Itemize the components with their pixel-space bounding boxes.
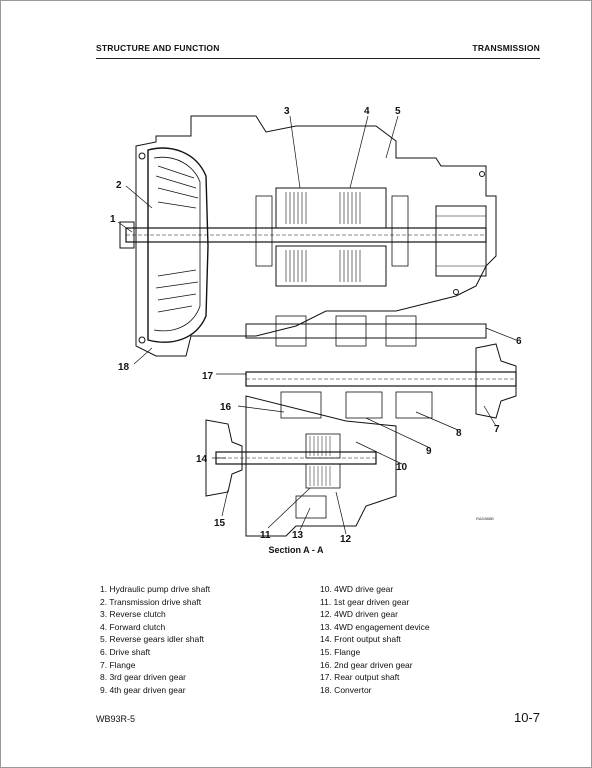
converter-dome — [147, 147, 209, 343]
legend-item-17: 17. Rear output shaft — [320, 672, 400, 683]
callout-18: 18 — [118, 362, 130, 373]
legend-item-12: 12. 4WD driven gear — [320, 609, 398, 620]
transmission-cross-section-svg: 3 4 5 2 1 6 18 17 7 8 9 10 16 14 15 11 1… — [110, 106, 522, 545]
legend-left-column: 1. Hydraulic pump drive shaft 2. Transmi… — [100, 583, 300, 696]
callout-5: 5 — [395, 106, 401, 117]
legend-item-13: 13. 4WD engagement device — [320, 621, 430, 632]
legend-item-11: 11. 1st gear driven gear — [320, 596, 410, 607]
legend-item-9: 9. 4th gear driven gear — [100, 684, 186, 695]
legend-item-1: 1. Hydraulic pump drive shaft — [100, 584, 211, 594]
transmission-section-drawing: 3 4 5 2 1 6 18 17 7 8 9 10 16 14 15 11 1… — [96, 96, 526, 556]
page-header: STRUCTURE AND FUNCTION TRANSMISSION — [96, 42, 540, 59]
legend-item-16: 16. 2nd gear driven gear — [320, 659, 413, 670]
callout-11: 11 — [260, 530, 271, 541]
footer-page-number: 10-7 — [513, 710, 540, 725]
header-chapter-title: TRANSMISSION — [472, 43, 540, 53]
legend-item-3: 3. Reverse clutch — [100, 609, 166, 620]
legend-right-column: 10. 4WD drive gear 11. 1st gear driven g… — [320, 583, 530, 696]
figure-caption: Section A - A — [268, 545, 324, 555]
rear-flange — [475, 343, 517, 419]
footer-model: WB93R-5 — [96, 714, 136, 724]
legend-item-2: 2. Transmission drive shaft — [100, 596, 202, 607]
callout-9: 9 — [426, 446, 432, 457]
header-section-title: STRUCTURE AND FUNCTION — [96, 43, 220, 53]
callout-16: 16 — [220, 402, 232, 413]
converter-housing — [135, 115, 497, 357]
legend-item-4: 4. Forward clutch — [100, 621, 166, 632]
callout-2: 2 — [116, 180, 122, 191]
callout-1: 1 — [110, 214, 116, 225]
figure-code: RAD888B — [476, 516, 494, 521]
callout-7: 7 — [494, 424, 500, 435]
clutch-pack-upper — [275, 187, 387, 229]
front-flange — [205, 419, 243, 497]
callout-12: 12 — [340, 534, 352, 545]
lower-housing — [245, 395, 397, 537]
legend-item-10: 10. 4WD drive gear — [320, 584, 394, 594]
callout-8: 8 — [456, 428, 462, 439]
callout-14: 14 — [196, 454, 208, 465]
legend-item-14: 14. Front output shaft — [320, 634, 401, 645]
callout-17: 17 — [202, 371, 214, 382]
callout-6: 6 — [516, 336, 522, 347]
callout-3: 3 — [284, 106, 290, 117]
clutch-pack-lower — [275, 245, 387, 287]
callout-15: 15 — [214, 518, 226, 529]
legend-item-8: 8. 3rd gear driven gear — [100, 672, 186, 683]
legend-item-15: 15. Flange — [320, 646, 361, 657]
legend-item-7: 7. Flange — [100, 659, 136, 670]
legend-item-5: 5. Reverse gears idler shaft — [100, 634, 204, 645]
callout-10: 10 — [396, 462, 408, 473]
legend-item-6: 6. Drive shaft — [100, 646, 151, 657]
callout-13: 13 — [292, 530, 304, 541]
callout-4: 4 — [364, 106, 370, 117]
legend-item-18: 18. Convertor — [320, 684, 372, 695]
